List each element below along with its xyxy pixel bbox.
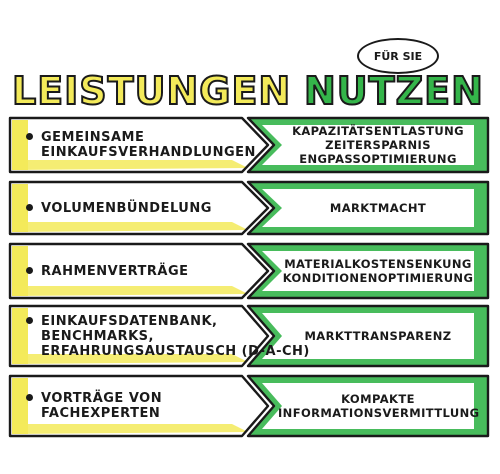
nutzen-line: KOMPAKTE: [341, 392, 415, 406]
bullet-dot: [26, 316, 33, 324]
right-arrow-box-2: [246, 180, 490, 236]
nutzen-line: KONDITIONENOPTIMIERUNG: [282, 271, 474, 285]
right-arrow-box-5: [246, 374, 490, 438]
leistung-line-text: FACHEXPERTEN: [41, 406, 161, 421]
leistung-text-2: VOLUMENBÜNDELUNG: [26, 201, 212, 216]
leistung-line-text: EINKAUFSVERHANDLUNGEN: [41, 145, 256, 160]
leistung-line: ERFAHRUNGSAUSTAUSCH (D-A-CH): [26, 344, 310, 359]
left-arrow-box-5: [8, 374, 270, 438]
heading-nutzen: NUTZEN: [303, 69, 484, 113]
bullet-dot: [26, 203, 33, 211]
nutzen-line: MATERIALKOSTENSENKUNG: [284, 257, 472, 271]
nutzen-text-2: MARKTMACHT: [278, 201, 478, 215]
right-inner-1: [262, 125, 474, 165]
nutzen-line: MARKTTRANSPARENZ: [304, 329, 452, 343]
leistung-line-text: BENCHMARKS,: [41, 328, 154, 344]
nutzen-line: INFORMATIONSVERMITTLUNG: [278, 406, 480, 420]
right-inner-2: [262, 189, 474, 227]
nutzen-text-4: MARKTTRANSPARENZ: [278, 329, 478, 343]
left-highlight-5: [12, 378, 28, 434]
left-highlight-2: [12, 184, 28, 232]
leistung-line: GEMEINSAME: [26, 130, 256, 145]
speech-bubble-fuer-sie: FÜR SIE: [357, 38, 439, 74]
right-inner-5: [262, 383, 474, 429]
heading-leistungen: LEISTUNGEN: [11, 69, 292, 113]
left-highlight-bottom-4: [12, 354, 248, 364]
bullet-dot: [26, 266, 33, 274]
nutzen-line: MARKTMACHT: [329, 201, 427, 215]
left-highlight-bottom-3: [12, 286, 248, 296]
left-arrow-box-4: [8, 304, 270, 368]
leistung-line: BENCHMARKS,: [26, 329, 310, 344]
leistung-line-text: VORTRÄGE VON: [41, 391, 163, 406]
nutzen-line: ENGPASSOPTIMIERUNG: [299, 152, 457, 166]
leistung-line-text: GEMEINSAME: [41, 130, 145, 145]
bubble-text: FÜR SIE: [373, 49, 423, 63]
leistung-line-text: RAHMENVERTRÄGE: [41, 263, 189, 279]
leistung-text-4: EINKAUFSDATENBANK,BENCHMARKS,ERFAHRUNGSA…: [26, 314, 310, 359]
leistung-line-text: VOLUMENBÜNDELUNG: [41, 200, 212, 216]
right-inner-3: [262, 251, 474, 291]
leistung-text-3: RAHMENVERTRÄGE: [26, 264, 189, 279]
leistung-line: EINKAUFSVERHANDLUNGEN: [26, 145, 256, 160]
left-highlight-3: [12, 246, 28, 296]
left-highlight-bottom-1: [12, 160, 248, 170]
nutzen-line: ZEITERSPARNIS: [325, 138, 431, 152]
right-arrow-box-1: [246, 116, 490, 174]
leistung-line: FACHEXPERTEN: [26, 406, 162, 421]
leistung-line-text: EINKAUFSDATENBANK,: [41, 313, 218, 329]
bullet-dot: [26, 394, 33, 401]
left-highlight-1: [12, 120, 28, 170]
leistung-line: EINKAUFSDATENBANK,: [26, 314, 310, 329]
left-arrow-box-2: [8, 180, 270, 236]
bullet-dot: [26, 133, 33, 140]
left-highlight-bottom-5: [12, 424, 248, 434]
nutzen-line: KAPAZITÄTSENTLASTUNG: [292, 124, 464, 138]
leistung-line: VOLUMENBÜNDELUNG: [26, 201, 212, 216]
leistung-line: RAHMENVERTRÄGE: [26, 264, 189, 279]
leistung-line-text: ERFAHRUNGSAUSTAUSCH (D-A-CH): [41, 343, 310, 359]
right-arrow-box-3: [246, 242, 490, 300]
left-highlight-bottom-2: [12, 222, 248, 232]
right-arrow-box-4: [246, 304, 490, 368]
leistung-line: VORTRÄGE VON: [26, 391, 162, 406]
left-highlight-4: [12, 308, 28, 364]
right-inner-4: [262, 313, 474, 359]
left-arrow-box-1: [8, 116, 270, 174]
left-arrow-box-3: [8, 242, 270, 300]
